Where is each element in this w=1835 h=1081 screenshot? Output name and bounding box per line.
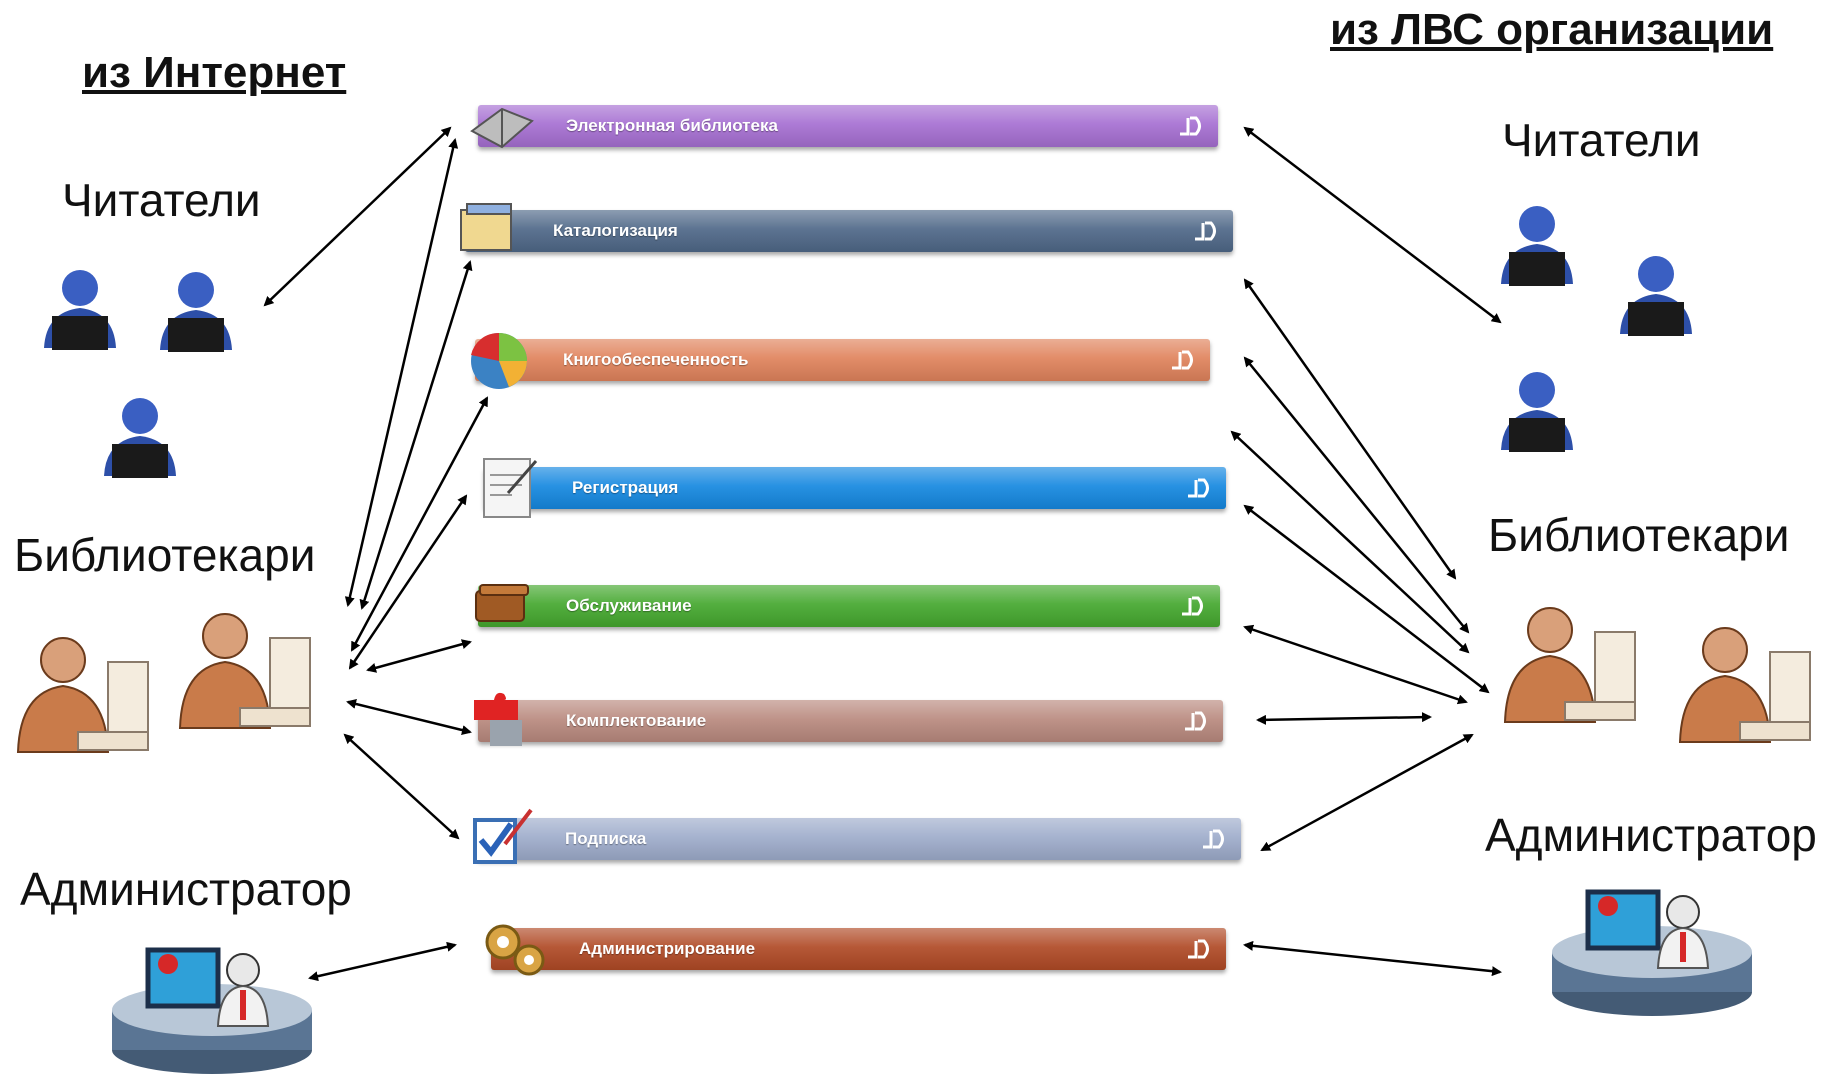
left-header: из Интернет: [82, 48, 347, 97]
connection-arrow: [1243, 126, 1502, 324]
module-book-provision[interactable]: Книгообеспеченность: [471, 332, 1210, 389]
connection-arrow: [343, 733, 460, 840]
card-catalog-icon: [460, 203, 512, 251]
connection-arrow: [366, 639, 472, 673]
module-label: Обслуживание: [566, 596, 692, 615]
module-label: Каталогизация: [553, 221, 678, 240]
left-librarians-label: Библиотекари: [14, 529, 316, 581]
checklist-icon: [473, 808, 533, 864]
connection-arrow: [1243, 940, 1502, 977]
module-cataloging[interactable]: Каталогизация: [460, 203, 1233, 252]
connection-arrow: [1260, 733, 1474, 852]
librarian-icon: [16, 637, 149, 753]
module-label: Регистрация: [572, 478, 679, 497]
logo-icon: [1172, 350, 1193, 370]
puzzle-icon: [474, 692, 522, 746]
administrator-icon: [112, 947, 312, 1074]
left-readers-label: Читатели: [62, 174, 261, 226]
connection-arrow: [359, 260, 473, 610]
logo-icon: [1185, 711, 1206, 731]
logo-icon: [1182, 596, 1203, 616]
logo-icon: [1188, 939, 1209, 959]
reader-user-icon: [1501, 206, 1573, 286]
module-electronic-library[interactable]: Электронная библиотека: [470, 105, 1218, 149]
connection-arrow: [308, 941, 457, 982]
registration-form-icon: [483, 458, 538, 518]
pie-chart-icon: [471, 332, 527, 389]
reader-user-icon: [1620, 256, 1692, 336]
librarian-icon: [1678, 627, 1811, 743]
connection-arrow: [1243, 356, 1470, 634]
administrator-icon: [1552, 889, 1752, 1016]
gears-icon: [485, 924, 545, 976]
reader-user-icon: [44, 270, 116, 350]
module-label: Подписка: [565, 829, 647, 848]
right-librarians-label: Библиотекари: [1488, 509, 1790, 561]
logo-icon: [1203, 829, 1224, 849]
connection-arrow: [346, 699, 472, 735]
books-icon: [475, 584, 529, 622]
librarian-icon: [1503, 607, 1636, 723]
module-acquisition[interactable]: Комплектование: [474, 692, 1223, 746]
connection-arrow: [1243, 624, 1468, 705]
module-registration[interactable]: Регистрация: [483, 458, 1226, 518]
reader-user-icon: [104, 398, 176, 478]
logo-icon: [1195, 221, 1216, 241]
module-label: Администрирование: [579, 939, 756, 958]
connection-arrow: [263, 126, 452, 307]
right-header: из ЛВС организации: [1330, 5, 1774, 54]
module-label: Книгообеспеченность: [563, 350, 749, 369]
logo-icon: [1188, 478, 1209, 498]
module-service[interactable]: Обслуживание: [475, 584, 1220, 627]
left-admin-label: Администратор: [20, 863, 352, 915]
reader-user-icon: [1501, 372, 1573, 452]
module-subscription[interactable]: Подписка: [473, 808, 1241, 864]
connection-arrow: [1256, 712, 1432, 725]
connection-arrow: [1243, 504, 1490, 694]
module-label: Электронная библиотека: [566, 116, 778, 135]
module-administration[interactable]: Администрирование: [485, 924, 1226, 976]
connection-arrow: [348, 494, 468, 670]
logo-icon: [1180, 116, 1201, 136]
module-label: Комплектование: [566, 711, 707, 730]
right-admin-label: Администратор: [1485, 809, 1817, 861]
right-readers-label: Читатели: [1502, 114, 1701, 166]
connection-arrow: [344, 138, 459, 607]
book-icon: [470, 107, 534, 149]
reader-user-icon: [160, 272, 232, 352]
connection-arrow: [1243, 278, 1457, 580]
connection-arrow: [1230, 430, 1470, 654]
librarian-icon: [178, 613, 311, 729]
